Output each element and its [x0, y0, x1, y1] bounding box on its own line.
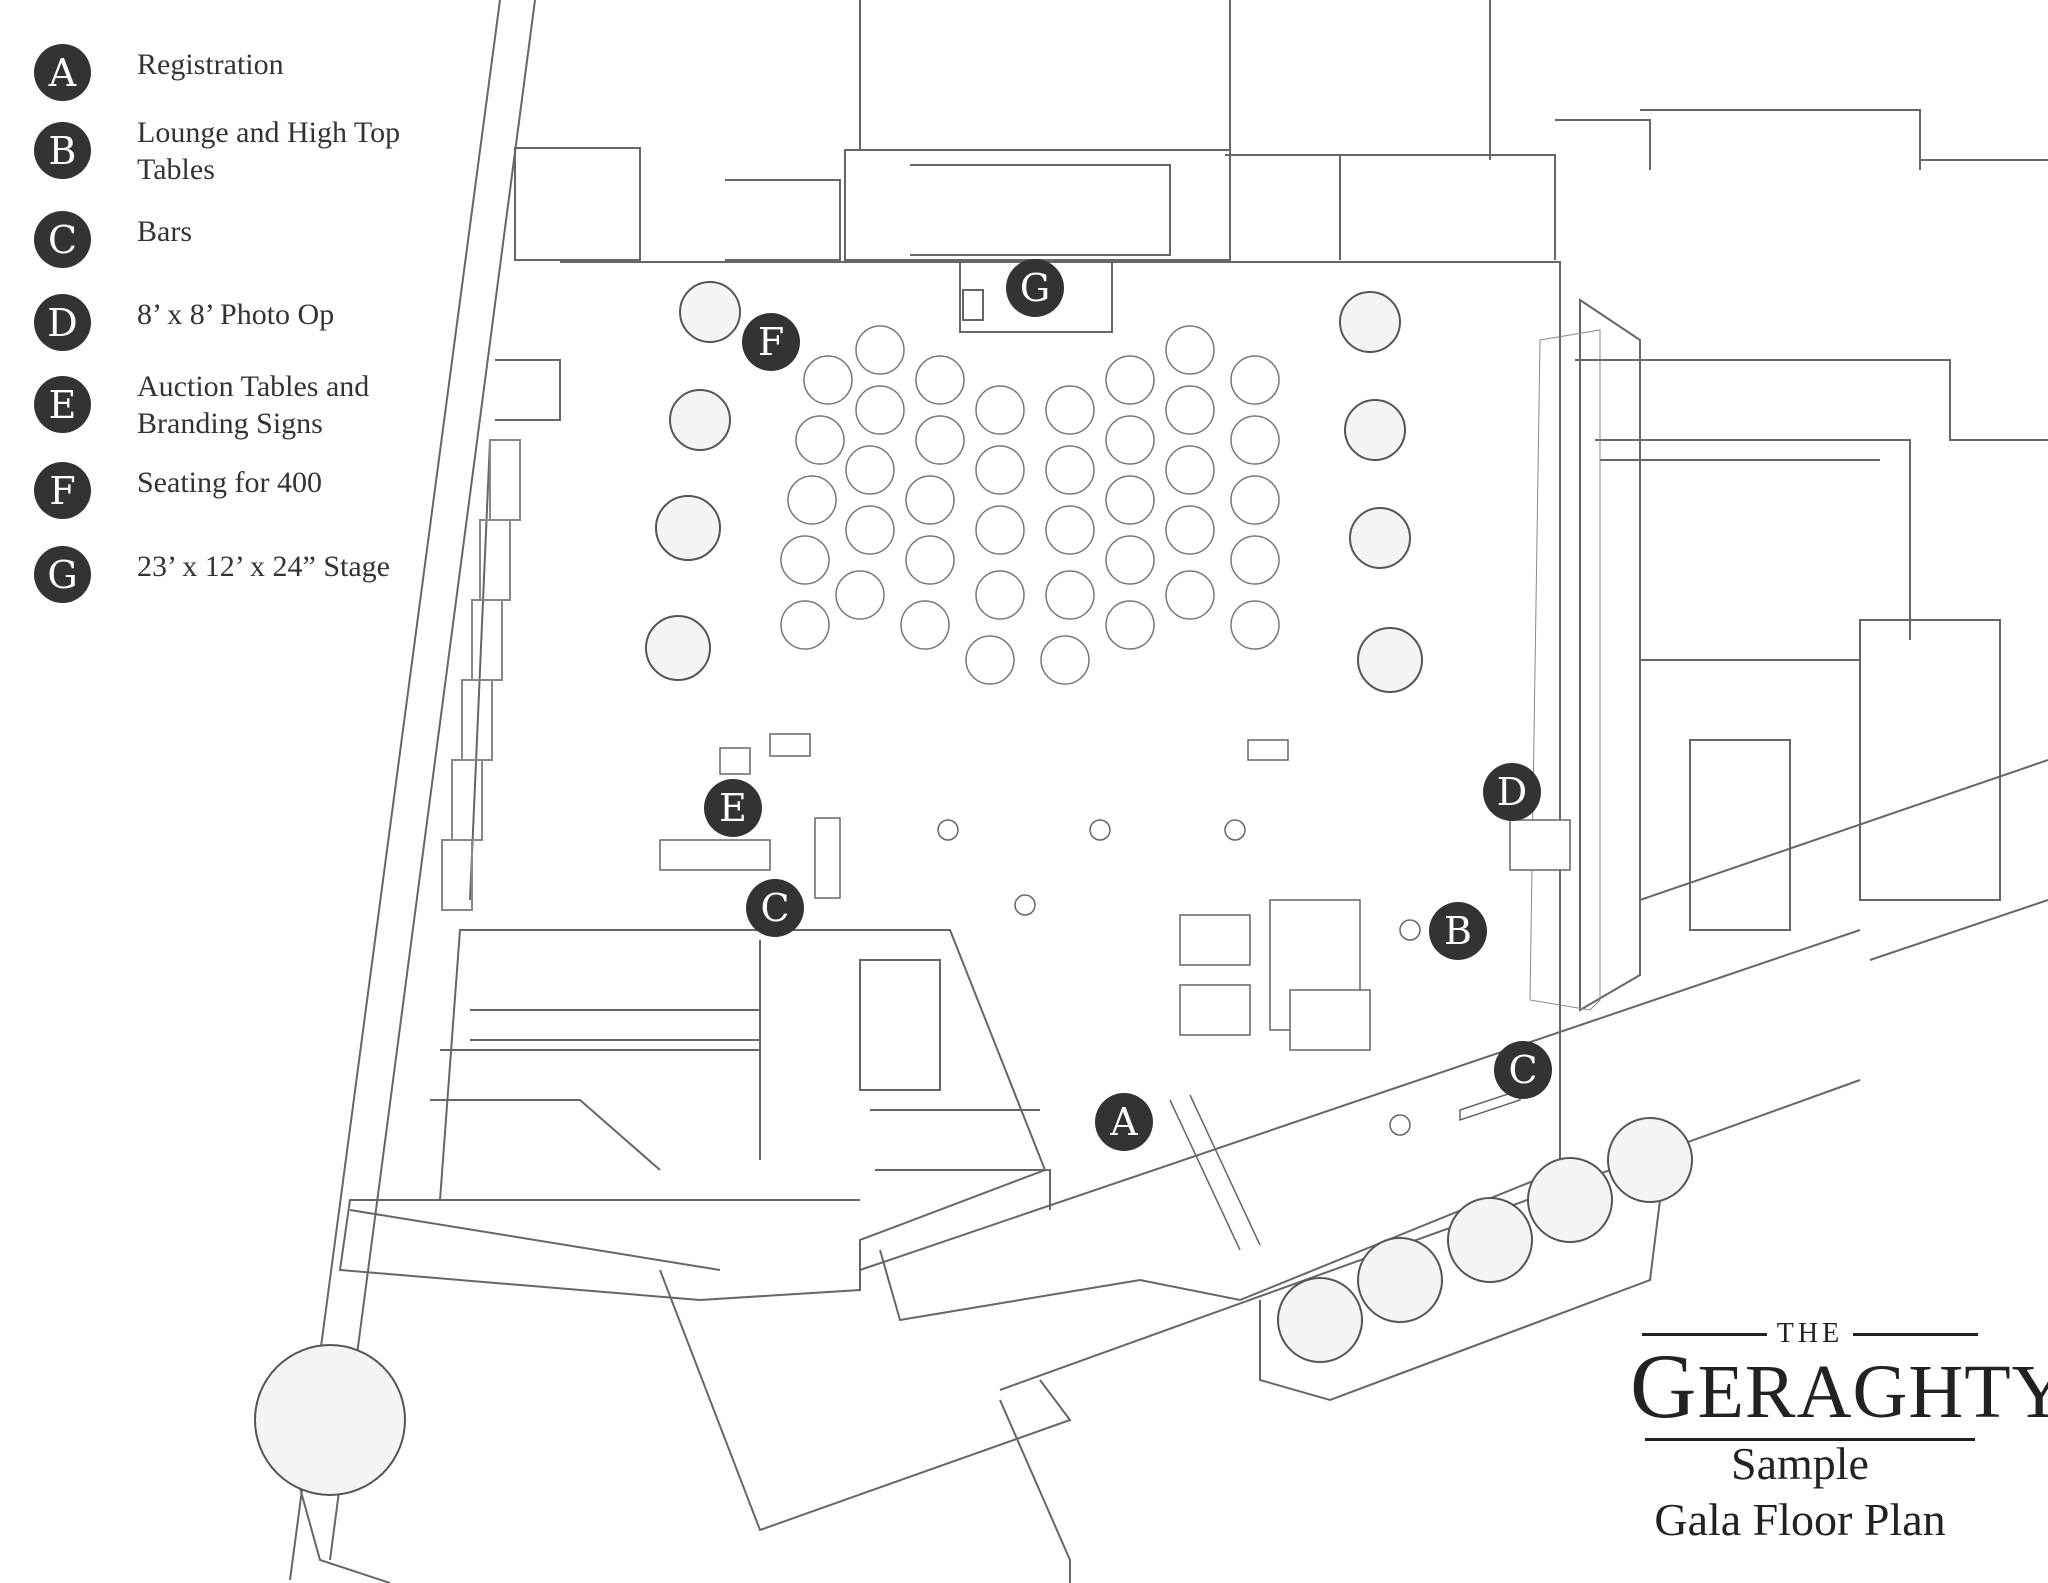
caption-line-2: Gala Floor Plan [1654, 1494, 1946, 1545]
legend-label: 8’ x 8’ Photo Op [137, 298, 335, 331]
legend-item-seating: F Seating for 400 [34, 462, 467, 519]
plan-caption: Sample Gala Floor Plan [1600, 1436, 2000, 1548]
legend-badge: G [34, 546, 91, 603]
geraghty-logo: THE GERAGHTY® [1630, 1318, 2048, 1441]
marker-lounge: B [1429, 902, 1487, 960]
legend-badge: C [34, 211, 91, 268]
legend-badge: E [34, 376, 91, 433]
legend-item-bars: C Bars [34, 211, 467, 268]
logo-rest: ERAGHTY [1697, 1350, 2048, 1434]
legend-item-auction: E Auction Tables and Branding Signs [34, 370, 467, 442]
marker-bar-right: C [1494, 1041, 1552, 1099]
marker-bar-left: C [746, 879, 804, 937]
legend-badge: F [34, 462, 91, 519]
legend-label: Auction Tables and Branding Signs [137, 370, 370, 440]
marker-seating: F [742, 313, 800, 371]
legend-label: Lounge and High Top Tables [137, 116, 401, 186]
marker-auction: E [704, 779, 762, 837]
logo-first-letter: G [1630, 1335, 1698, 1437]
legend-item-registration: A Registration [34, 44, 467, 101]
legend-label: 23’ x 12’ x 24” Stage [137, 550, 390, 583]
legend-badge: B [34, 122, 91, 179]
legend-label: Seating for 400 [137, 466, 322, 499]
logo-the: THE [1776, 1318, 1844, 1349]
logo-the-line: THE [1630, 1318, 1990, 1350]
logo-name: GERAGHTY® [1630, 1340, 2048, 1432]
marker-registration: A [1095, 1093, 1153, 1151]
legend-item-stage: G 23’ x 12’ x 24” Stage [34, 546, 467, 603]
legend-item-photo-op: D 8’ x 8’ Photo Op [34, 294, 467, 351]
logo-rule-right [1853, 1332, 1979, 1336]
legend-badge: D [34, 294, 91, 351]
legend-label: Registration [137, 48, 284, 81]
logo-rule-left [1641, 1332, 1767, 1336]
legend-item-lounge: B Lounge and High Top Tables [34, 116, 467, 188]
marker-photo-op: D [1483, 763, 1541, 821]
marker-stage: G [1006, 259, 1064, 317]
caption-line-1: Sample [1731, 1438, 1869, 1489]
legend-label: Bars [137, 215, 192, 248]
logo-bottom-rule [1645, 1438, 1975, 1441]
legend-badge: A [34, 44, 91, 101]
